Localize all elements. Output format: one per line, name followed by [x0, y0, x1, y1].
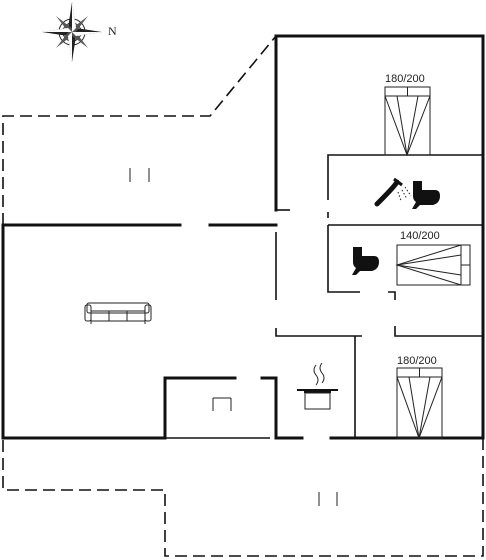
bed-middle — [395, 244, 471, 286]
sofa-icon — [84, 302, 152, 324]
bed-top — [384, 86, 431, 157]
compass-north-label: N — [108, 24, 117, 38]
bed-bottom-label: 180/200 — [397, 355, 437, 367]
cooking-pot-icon — [297, 362, 338, 410]
bed-bottom — [396, 367, 443, 440]
compass-rose-icon — [42, 2, 102, 62]
door-icon — [212, 397, 232, 411]
shower-icon — [374, 177, 412, 207]
bed-top-label: 180/200 — [385, 73, 425, 85]
interior-walls — [165, 154, 483, 439]
door-openings — [129, 168, 338, 506]
terrace-outlines — [2, 35, 484, 557]
bed-middle-label: 140/200 — [400, 230, 440, 242]
toilet-icon — [412, 181, 440, 209]
toilet-icon-2 — [352, 247, 379, 275]
